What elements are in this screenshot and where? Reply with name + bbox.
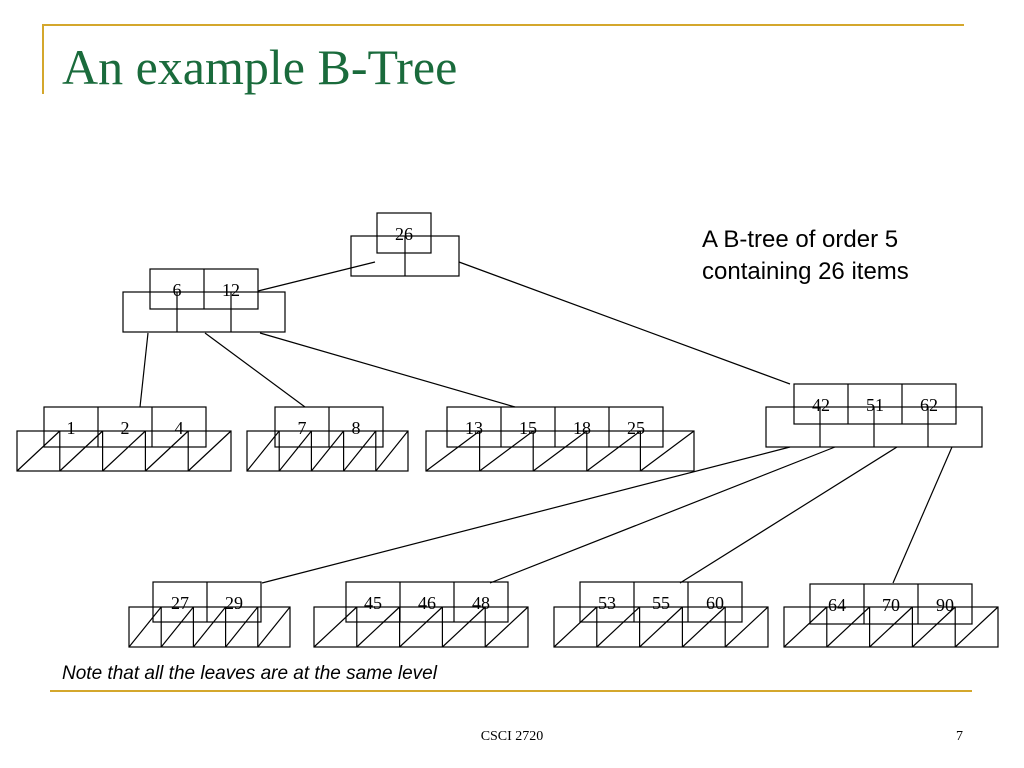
null-pointer-slash xyxy=(246,430,280,472)
null-pointer-slash xyxy=(681,606,726,648)
leaf-node-key: 90 xyxy=(936,595,954,615)
null-pointer-slash xyxy=(826,606,871,648)
null-pointer-slash xyxy=(596,606,641,648)
null-pointer-slash xyxy=(783,606,828,648)
note-text: Note that all the leaves are at the same… xyxy=(62,663,437,684)
leaf-node-pointer-row xyxy=(128,606,291,648)
null-pointer-slash xyxy=(954,606,999,648)
tree-edge xyxy=(458,261,791,385)
tree-caption: A B-tree of order 5 containing 26 items xyxy=(702,224,909,288)
null-pointer-slash xyxy=(356,606,401,648)
leaf-node-key: 60 xyxy=(706,593,724,613)
tree-edge xyxy=(259,332,516,408)
leaf-node-pointer-row xyxy=(246,430,409,472)
footer-course: CSCI 2720 xyxy=(480,729,544,744)
null-pointer-slash xyxy=(553,606,598,648)
null-pointer-slash xyxy=(586,430,641,472)
slide-title: An example B-Tree xyxy=(62,39,458,95)
null-pointer-slash xyxy=(160,606,194,648)
tree-edge xyxy=(204,332,306,408)
null-pointer-slash xyxy=(441,606,486,648)
internal-node-key: 42 xyxy=(812,395,830,415)
leaf-node-key: 25 xyxy=(627,418,645,438)
leaf-node-key: 2 xyxy=(121,418,130,438)
null-pointer-slash xyxy=(225,606,259,648)
null-pointer-slash xyxy=(724,606,769,648)
left-rule xyxy=(42,24,44,94)
root-node-key: 26 xyxy=(395,224,413,244)
leaf-node-key: 70 xyxy=(882,595,900,615)
leaf-node-key: 45 xyxy=(364,593,382,613)
leaf-node-key: 8 xyxy=(352,418,361,438)
leaf-node-key: 53 xyxy=(598,593,616,613)
null-pointer-slash xyxy=(192,606,227,648)
null-pointer-slash xyxy=(102,430,146,472)
null-pointer-slash xyxy=(399,606,443,648)
leaf-node-key: 7 xyxy=(298,418,307,438)
top-rule xyxy=(42,24,964,26)
tree-edge xyxy=(257,261,376,292)
leaf-node-key: 4 xyxy=(175,418,184,438)
leaf-node-key: 1 xyxy=(67,418,76,438)
caption-line-1: A B-tree of order 5 xyxy=(702,226,899,253)
leaf-node-pointer-row xyxy=(16,430,232,472)
leaf-node-key: 15 xyxy=(519,418,537,438)
leaf-node-key-box xyxy=(809,583,973,625)
null-pointer-slash xyxy=(257,606,291,648)
null-pointer-slash xyxy=(310,430,345,472)
root-node-key-box xyxy=(376,212,432,254)
leaf-node-key: 13 xyxy=(465,418,483,438)
null-pointer-slash xyxy=(479,430,534,472)
footer-page-number: 7 xyxy=(956,729,963,744)
caption-line-2: containing 26 items xyxy=(702,258,909,285)
null-pointer-slash xyxy=(313,606,358,648)
bottom-rule xyxy=(50,690,972,692)
null-pointer-slash xyxy=(639,606,683,648)
tree-edge xyxy=(679,446,898,584)
null-pointer-slash xyxy=(375,430,409,472)
leaf-node-key: 46 xyxy=(418,593,436,613)
leaf-node-pointer-row xyxy=(553,606,769,648)
leaf-node-key: 48 xyxy=(472,593,490,613)
null-pointer-slash xyxy=(16,430,61,472)
leaf-node-key: 18 xyxy=(573,418,591,438)
internal-node-key: 12 xyxy=(222,280,240,300)
null-pointer-slash xyxy=(532,430,588,472)
internal-node-key: 62 xyxy=(920,395,938,415)
null-pointer-slash xyxy=(911,606,956,648)
leaf-node-key: 27 xyxy=(171,593,189,613)
null-pointer-slash xyxy=(187,430,232,472)
internal-node-key: 51 xyxy=(866,395,884,415)
null-pointer-slash xyxy=(59,430,104,472)
null-pointer-slash xyxy=(425,430,480,472)
tree-edge xyxy=(139,332,149,408)
tree-edge xyxy=(489,446,836,584)
null-pointer-slash xyxy=(144,430,189,472)
leaf-node-pointer-row xyxy=(783,606,999,648)
null-pointer-slash xyxy=(484,606,529,648)
internal-node-key: 6 xyxy=(173,280,182,300)
leaf-node-key: 64 xyxy=(828,595,846,615)
leaf-node-key-box xyxy=(43,406,207,448)
null-pointer-slash xyxy=(128,606,162,648)
leaf-node-key: 55 xyxy=(652,593,670,613)
leaf-node-key-box xyxy=(579,581,743,623)
leaf-node-key: 29 xyxy=(225,593,243,613)
null-pointer-slash xyxy=(278,430,312,472)
leaf-node-pointer-row xyxy=(425,430,695,472)
null-pointer-slash xyxy=(869,606,913,648)
internal-node-key-box xyxy=(793,383,957,425)
null-pointer-slash xyxy=(343,430,377,472)
tree-edge xyxy=(892,446,953,584)
tree-edge xyxy=(261,446,791,584)
leaf-node-key-box xyxy=(345,581,509,623)
leaf-node-pointer-row xyxy=(313,606,529,648)
null-pointer-slash xyxy=(640,430,695,472)
